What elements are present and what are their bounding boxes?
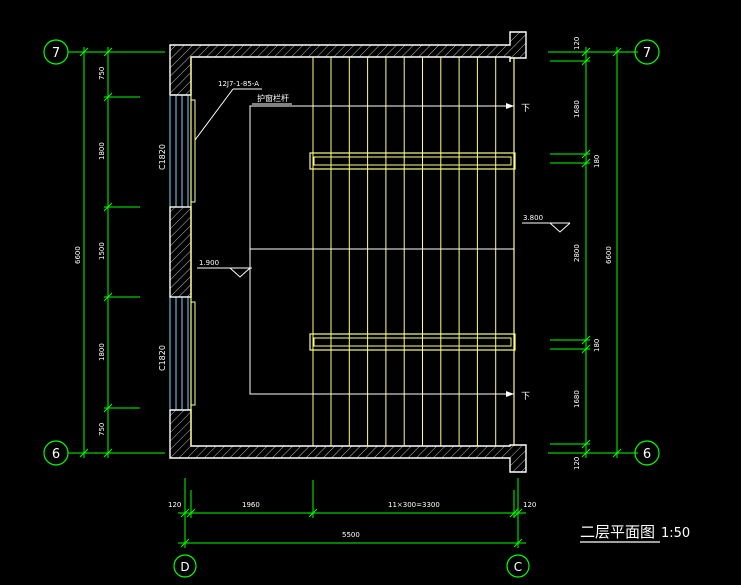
axis-bubble-bottom-right: C xyxy=(506,554,530,578)
drawing-title: 二层平面图 xyxy=(580,523,655,541)
stair xyxy=(190,57,516,446)
axis-label-bottom-left: D xyxy=(180,560,189,574)
dim-bottom-2: 1960 xyxy=(242,501,260,509)
axis-bubble-right-bottom: 6 xyxy=(634,440,660,466)
axis-bubble-left-bottom: 6 xyxy=(43,440,69,466)
dim-right-total: 6600 xyxy=(605,246,613,264)
dim-right-5: 180 xyxy=(593,339,601,352)
axis-label-right-bottom: 6 xyxy=(643,447,651,462)
window-lower xyxy=(169,296,196,411)
bottom-dimension-texts: 120 1960 11×300=3300 120 5500 xyxy=(168,501,536,539)
right-dimension-texts: 120 1680 180 2800 180 1680 120 6600 xyxy=(573,37,613,470)
drawing-title-block: 二层平面图 1:50 xyxy=(580,523,690,543)
left-dimension-texts: 750 1800 1500 1800 750 6600 xyxy=(74,67,106,436)
axis-label-bottom-right: C xyxy=(514,560,522,574)
dim-right-7: 120 xyxy=(573,457,581,470)
dim-bottom-1: 120 xyxy=(168,501,181,509)
axis-label-left-bottom: 6 xyxy=(52,447,60,462)
dim-right-4: 2800 xyxy=(573,244,581,262)
dim-left-3: 1500 xyxy=(98,242,106,260)
detail-ref-text: 12J7-1-85-A xyxy=(218,80,259,88)
right-dimensions xyxy=(548,47,638,458)
left-dimensions xyxy=(68,47,165,458)
walk-lines: 下 下 xyxy=(249,103,530,402)
dim-bottom-3: 11×300=3300 xyxy=(388,501,440,509)
axis-bubble-bottom-left: D xyxy=(173,554,197,578)
railing-note-text: 护窗栏杆 xyxy=(257,93,289,103)
axis-bubble-right-top: 7 xyxy=(634,39,660,65)
handrail-upper xyxy=(309,152,516,170)
dim-left-2: 1800 xyxy=(98,142,106,160)
level-text-left: 1.900 xyxy=(199,259,219,267)
axis-bubbles: 7 6 7 6 D C xyxy=(43,39,660,578)
axis-label-left-top: 7 xyxy=(52,46,60,61)
dim-right-1: 120 xyxy=(573,37,581,50)
dim-left-total: 6600 xyxy=(74,246,82,264)
axis-label-right-top: 7 xyxy=(643,46,651,61)
dim-right-6: 1680 xyxy=(573,390,581,408)
window-label-lower: C1820 xyxy=(158,345,167,371)
axis-bubble-left-top: 7 xyxy=(43,39,84,65)
dim-bottom-total: 5500 xyxy=(342,531,360,539)
dim-left-4: 1800 xyxy=(98,343,106,361)
window-label-upper: C1820 xyxy=(158,144,167,170)
dim-right-2: 1680 xyxy=(573,100,581,118)
handrail-lower xyxy=(309,333,516,351)
dim-left-5: 750 xyxy=(98,423,106,436)
bottom-wall xyxy=(169,409,527,473)
walls xyxy=(169,31,527,473)
annotations: 12J7-1-85-A 护窗栏杆 C1820 C1820 xyxy=(158,80,292,371)
dim-left-1: 750 xyxy=(98,67,106,80)
dim-right-3: 180 xyxy=(593,155,601,168)
dim-bottom-4: 120 xyxy=(523,501,536,509)
windows xyxy=(169,94,196,411)
level-mark-right: 3.800 xyxy=(522,214,571,233)
level-text-right: 3.800 xyxy=(523,214,543,222)
left-wall-pier xyxy=(169,206,192,298)
bottom-dimensions xyxy=(178,478,526,548)
down-label-bottom: 下 xyxy=(521,392,530,402)
down-label-top: 下 xyxy=(521,104,530,114)
drawing-scale: 1:50 xyxy=(661,526,690,541)
level-mark-left: 1.900 xyxy=(197,259,252,278)
